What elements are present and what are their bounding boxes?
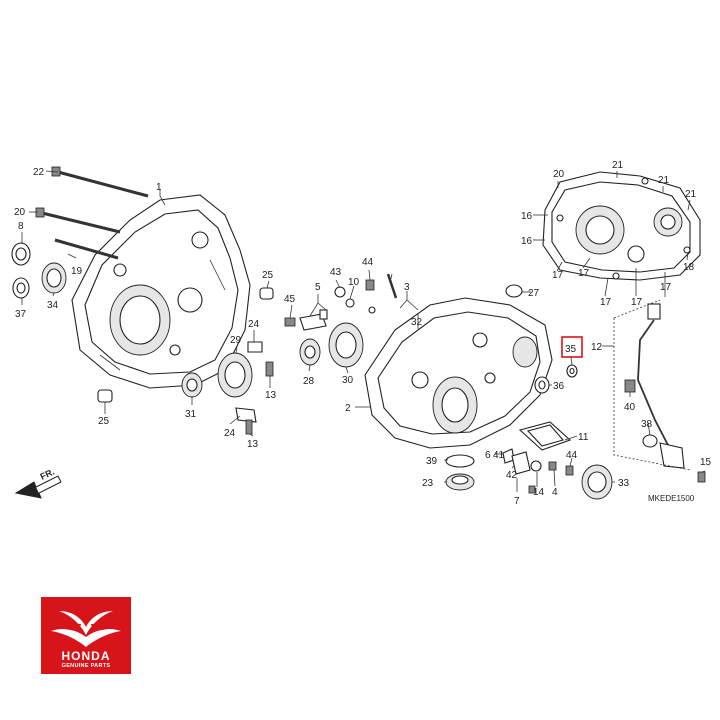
callout[interactable]: 29 xyxy=(230,335,242,346)
left-crankcase xyxy=(71,194,251,389)
callout[interactable]: 40 xyxy=(624,402,636,413)
callout[interactable]: 24 xyxy=(248,319,260,330)
sensor-harness xyxy=(613,299,706,483)
callout[interactable]: 34 xyxy=(47,300,59,311)
honda-logo: HONDA GENUINE PARTS xyxy=(41,597,131,674)
diagram-code: MKEDE1500 xyxy=(648,494,695,503)
fr-arrow: FR. xyxy=(14,467,62,499)
callout[interactable]: 39 xyxy=(426,456,438,467)
callout[interactable]: 23 xyxy=(422,478,434,489)
callout[interactable]: 30 xyxy=(342,375,354,386)
callout[interactable]: 38 xyxy=(641,419,653,430)
bearings-left-group xyxy=(181,341,274,435)
shift-parts xyxy=(284,273,398,331)
callout[interactable]: 24 xyxy=(224,428,236,439)
callout[interactable]: 21 xyxy=(685,189,697,200)
callout[interactable]: 44 xyxy=(566,450,578,461)
callout[interactable]: 16 xyxy=(521,211,533,222)
callout[interactable]: 12 xyxy=(591,342,603,353)
callout[interactable]: 2 xyxy=(345,403,351,414)
callout[interactable]: 10 xyxy=(348,277,360,288)
wing-icon xyxy=(51,611,121,647)
seal-group xyxy=(534,364,578,394)
callout-numbers: 1 2 3 4 5 6 7 8 10 11 12 13 13 14 15 16 … xyxy=(14,160,712,507)
callout[interactable]: 8 xyxy=(18,221,24,232)
callout[interactable]: 17 xyxy=(600,297,612,308)
lower-small-parts xyxy=(502,448,574,494)
callout[interactable]: 7 xyxy=(514,496,520,507)
callout[interactable]: 6 xyxy=(485,450,491,461)
dowel-pins xyxy=(97,287,274,403)
left-seals xyxy=(11,242,67,299)
oring-cap xyxy=(445,454,475,491)
callout[interactable]: 17 xyxy=(631,297,643,308)
callout[interactable]: 28 xyxy=(303,376,315,387)
highlight-box xyxy=(561,336,583,358)
callout[interactable]: 18 xyxy=(683,262,695,273)
callout[interactable]: 19 xyxy=(71,266,83,277)
callout[interactable]: 42 xyxy=(506,470,518,481)
callout[interactable]: 14 xyxy=(533,487,545,498)
brand-tagline: GENUINE PARTS xyxy=(61,663,111,669)
right-crankcase xyxy=(364,297,553,449)
callout[interactable]: 1 xyxy=(156,182,162,193)
callout[interactable]: 20 xyxy=(14,207,26,218)
callout[interactable]: 20 xyxy=(553,169,565,180)
callout[interactable]: 45 xyxy=(284,294,296,305)
callout[interactable]: 11 xyxy=(578,432,589,443)
callout[interactable]: 31 xyxy=(185,409,197,420)
brand-name: HONDA xyxy=(61,649,111,663)
plug xyxy=(505,284,523,298)
large-seal xyxy=(581,464,613,500)
callout[interactable]: 17 xyxy=(660,282,672,293)
callout[interactable]: 25 xyxy=(98,416,110,427)
callout[interactable]: 3 xyxy=(404,282,410,293)
callout[interactable]: 33 xyxy=(618,478,630,489)
callout[interactable]: 44 xyxy=(362,257,374,268)
callout[interactable]: 41 xyxy=(493,450,505,461)
callout[interactable]: 27 xyxy=(528,288,540,299)
callout[interactable]: 21 xyxy=(612,160,624,171)
callout[interactable]: 36 xyxy=(553,381,565,392)
callout[interactable]: 22 xyxy=(33,167,45,178)
leader-lines xyxy=(21,170,706,492)
callout[interactable]: 21 xyxy=(658,175,670,186)
callout[interactable]: 15 xyxy=(700,457,712,468)
callout[interactable]: 5 xyxy=(315,282,321,293)
callout[interactable]: 17 xyxy=(578,268,590,279)
callout[interactable]: 17 xyxy=(552,270,564,281)
callout[interactable]: 35 xyxy=(565,344,577,355)
callout[interactable]: 13 xyxy=(265,390,277,401)
callout[interactable]: 25 xyxy=(262,270,274,281)
callout[interactable]: 32 xyxy=(411,317,423,328)
callout[interactable]: 4 xyxy=(552,487,558,498)
inset-view xyxy=(542,171,701,281)
callout[interactable]: 43 xyxy=(330,267,342,278)
callout[interactable]: 37 xyxy=(15,309,27,320)
callout[interactable]: 16 xyxy=(521,236,533,247)
callout[interactable]: 13 xyxy=(247,439,259,450)
